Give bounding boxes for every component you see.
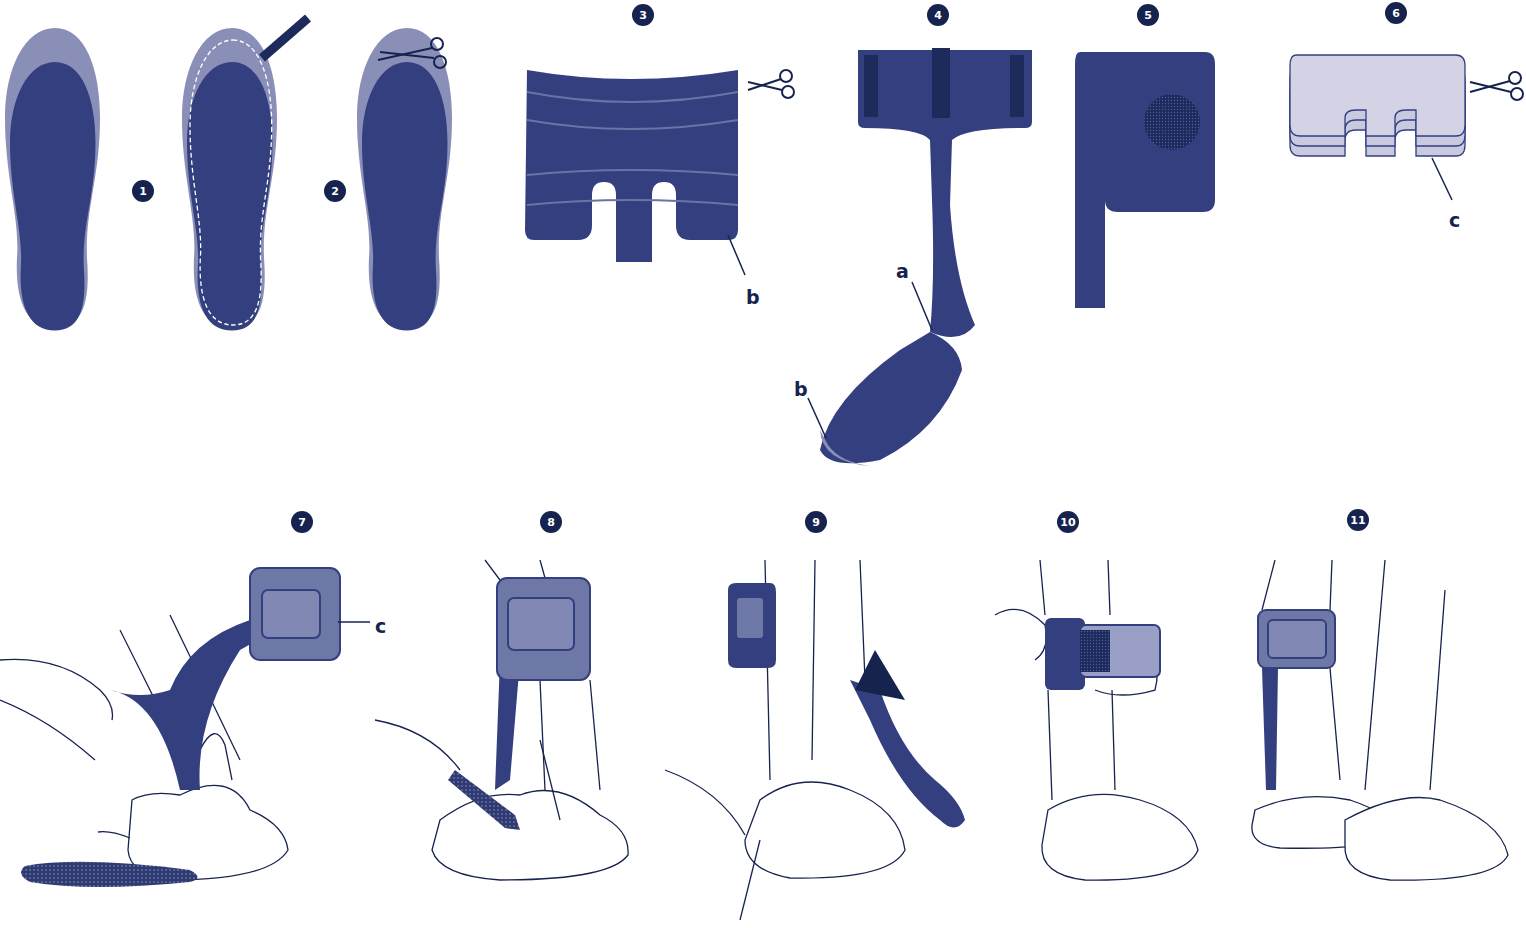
cuff-pad xyxy=(525,70,738,262)
step-number: 10 xyxy=(1057,511,1079,533)
step-number-text: 10 xyxy=(1060,516,1075,529)
step-number: 3 xyxy=(632,4,654,26)
velcro xyxy=(932,48,950,118)
cuff-strap xyxy=(737,598,763,638)
pad-stack xyxy=(1290,55,1465,156)
cuff-strap xyxy=(1080,625,1160,677)
cuff-strap xyxy=(508,598,574,650)
scissors xyxy=(1470,72,1523,100)
insole xyxy=(21,862,198,887)
step-number-text: 5 xyxy=(1144,9,1152,22)
orthosis xyxy=(1262,668,1278,790)
insole xyxy=(10,62,96,331)
step-number-text: 3 xyxy=(639,9,647,22)
cuff-inner xyxy=(1075,52,1215,308)
cuff xyxy=(497,578,590,680)
step-number-text: 8 xyxy=(547,516,555,529)
cuff xyxy=(250,568,340,660)
step-number: 6 xyxy=(1385,2,1407,24)
leader-line xyxy=(808,398,826,438)
part-letter: c xyxy=(1449,211,1460,230)
velcro xyxy=(1010,55,1024,117)
leader-line xyxy=(912,282,932,330)
part-letter: c xyxy=(375,617,386,636)
cuff-strap xyxy=(262,590,320,638)
step-number-text: 2 xyxy=(331,185,339,198)
foot-plate xyxy=(448,770,520,830)
step-number: 8 xyxy=(540,511,562,533)
orthosis xyxy=(110,620,258,790)
step-number-text: 9 xyxy=(812,516,820,529)
step-number: 4 xyxy=(927,4,949,26)
step-number: 5 xyxy=(1137,4,1159,26)
pad-layers xyxy=(527,92,738,205)
step-number: 2 xyxy=(324,180,346,202)
scene-lines xyxy=(1252,560,1508,880)
step-number-text: 4 xyxy=(934,9,942,22)
step-number: 9 xyxy=(805,511,827,533)
foot-plate xyxy=(820,332,962,463)
velcro xyxy=(864,55,878,117)
strap xyxy=(850,680,965,828)
plate-edge xyxy=(820,430,870,466)
scissors xyxy=(378,38,446,68)
pen xyxy=(262,18,308,58)
step-number-text: 1 xyxy=(139,185,147,198)
direction-arrow xyxy=(855,650,905,700)
scene-lines xyxy=(665,560,905,920)
scene-lines xyxy=(0,615,288,880)
velcro xyxy=(1080,630,1110,672)
step-number-text: 7 xyxy=(298,516,306,529)
scene-lines xyxy=(995,560,1198,880)
insole xyxy=(187,62,273,331)
step-number-text: 6 xyxy=(1392,7,1400,20)
part-letter: a xyxy=(896,262,909,281)
leader-line xyxy=(1432,158,1452,200)
cut-line xyxy=(190,40,272,325)
step-number-text: 11 xyxy=(1350,514,1365,527)
scissors xyxy=(748,70,794,98)
insole xyxy=(362,62,448,331)
velcro-dot xyxy=(1144,94,1200,150)
part-letter: b xyxy=(746,288,760,307)
part-letter: b xyxy=(794,380,808,399)
cuff-strap xyxy=(1268,620,1326,658)
scene-lines xyxy=(375,560,628,880)
cuff xyxy=(1258,610,1335,668)
leader-line xyxy=(728,235,745,275)
cuff xyxy=(728,583,776,668)
step-number: 11 xyxy=(1347,509,1369,531)
step-number: 7 xyxy=(291,511,313,533)
step-number: 1 xyxy=(132,180,154,202)
leader-line xyxy=(338,621,370,623)
